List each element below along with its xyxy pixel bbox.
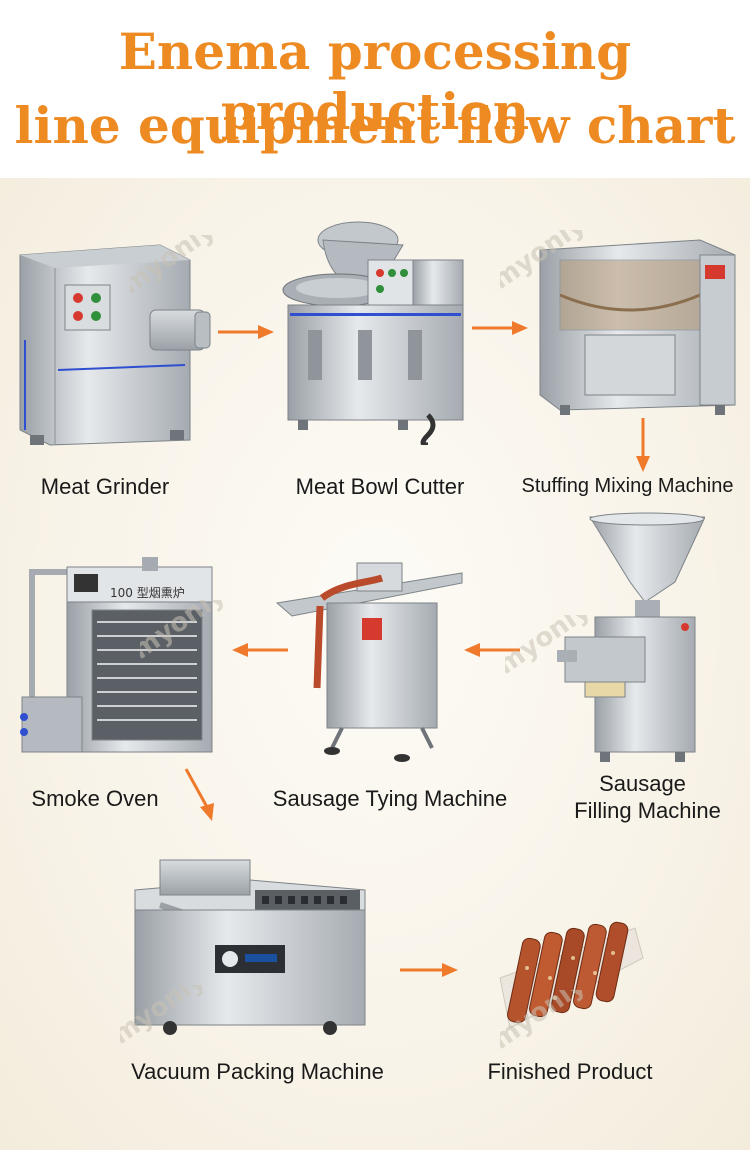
- watermark-logo-icon: myonly: [107, 965, 240, 1070]
- label-meat-bowl-cutter: Meat Bowl Cutter: [295, 474, 465, 499]
- arrow-diagonal-icon: [184, 768, 214, 821]
- svg-text:myonly: myonly: [500, 990, 591, 1056]
- watermark-logo-icon: myonly: [487, 210, 620, 315]
- title-line-1: Enema processing production: [118, 22, 632, 141]
- label-vacuum-packing-machine: Vacuum Packing Machine: [131, 1059, 384, 1084]
- label-finished-product: Finished Product: [487, 1059, 653, 1084]
- label-sausage-filling-line-1: Sausage: [599, 771, 686, 796]
- label-stuffing-mixing-machine: Stuffing Mixing Machine: [521, 475, 734, 497]
- mixer-icon: [539, 239, 736, 415]
- smoke-oven-icon: 100 型烟熏炉: [20, 557, 213, 753]
- label-smoke-oven: Smoke Oven: [31, 786, 159, 811]
- meat-grinder-icon: [19, 244, 211, 446]
- arrow-left-icon: [232, 643, 288, 657]
- tying-machine-icon: [275, 562, 463, 762]
- sausage-filler-icon: [557, 512, 705, 762]
- vacuum-packer-icon: [134, 859, 366, 1035]
- watermark-logo-icon: myonly: [492, 595, 625, 700]
- arrow-right-icon: [400, 963, 458, 977]
- svg-text:myonly: myonly: [130, 235, 221, 301]
- svg-text:myonly: myonly: [500, 230, 591, 296]
- label-sausage-tying-machine: Sausage Tying Machine: [272, 786, 508, 811]
- watermark-logo-icon: myonly: [127, 580, 260, 685]
- watermark-logo-icon: myonly: [487, 970, 620, 1075]
- svg-text:myonly: myonly: [120, 985, 211, 1051]
- arrow-right-icon: [218, 325, 274, 339]
- arrow-down-icon: [636, 418, 650, 472]
- title-line-2: line equipment flow chart: [14, 96, 736, 155]
- watermark-logo-icon: myonly: [117, 215, 250, 320]
- label-sausage-filling-line-2: Filling Machine: [574, 798, 721, 823]
- header: Enema processing production line equipme…: [0, 0, 750, 178]
- label-meat-grinder: Meat Grinder: [40, 474, 170, 499]
- packaged-sausages-icon: [499, 921, 644, 1029]
- svg-text:myonly: myonly: [140, 600, 231, 666]
- svg-text:myonly: myonly: [505, 615, 596, 681]
- arrow-left-icon: [464, 643, 520, 657]
- arrow-right-icon: [472, 321, 528, 335]
- oven-panel-text: 100 型烟熏炉: [110, 586, 185, 600]
- bowl-cutter-icon: [282, 221, 464, 445]
